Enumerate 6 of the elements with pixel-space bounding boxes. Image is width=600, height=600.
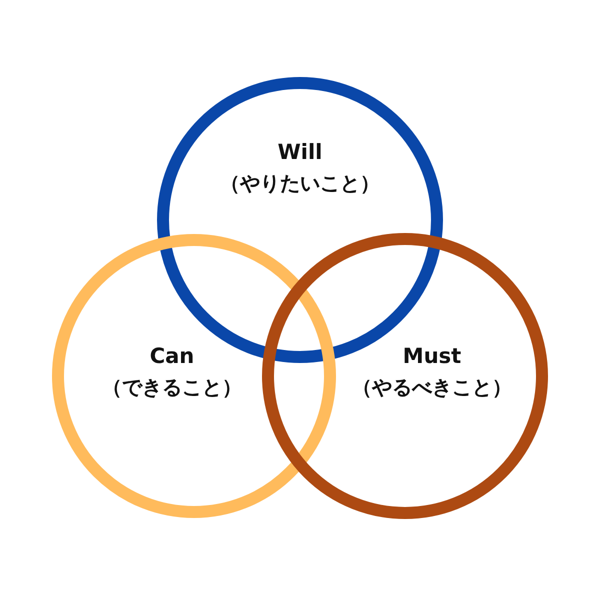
circle-title: Will: [278, 140, 322, 164]
circle-subtitle: （できること）: [102, 374, 242, 401]
circle-title: Can: [150, 344, 194, 368]
circle-title: Must: [402, 344, 462, 368]
circle-subtitle: （やるべきこと）: [352, 374, 512, 401]
circle-subtitle: （やりたいこと）: [220, 170, 380, 197]
